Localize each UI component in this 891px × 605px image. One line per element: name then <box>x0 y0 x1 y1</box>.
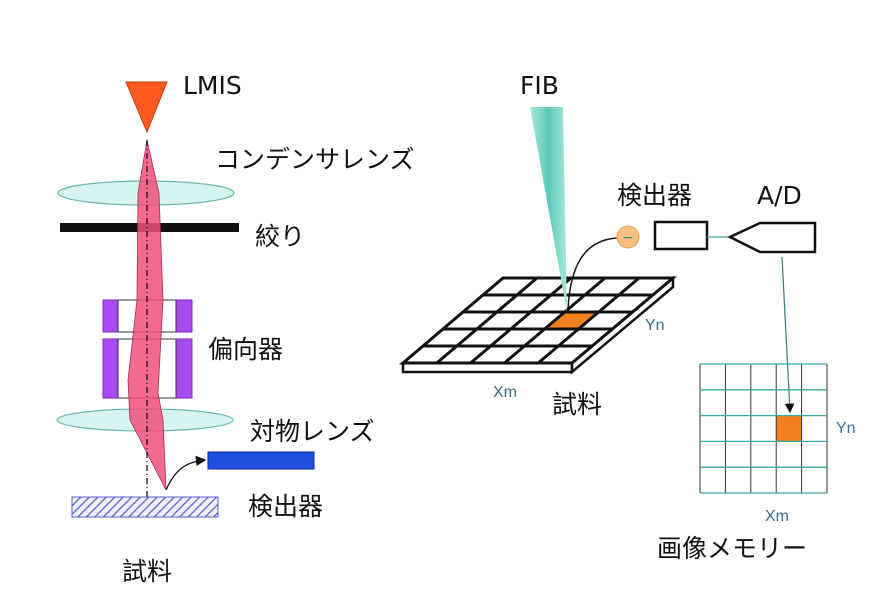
electron-path <box>567 237 618 311</box>
detector <box>207 451 315 470</box>
electron-icon <box>616 225 640 249</box>
ion-column: LMIS コンデンサレンズ 絞り 偏向器 対物レンズ 検出器 試料 <box>56 71 415 586</box>
memory-grid <box>699 363 828 494</box>
deflector-label: 偏向器 <box>208 335 283 364</box>
memory-x-label: Xm <box>765 508 789 525</box>
objective-lens-label: 対物レンズ <box>250 417 375 446</box>
sample-grid <box>398 275 678 375</box>
lmis-label: LMIS <box>183 71 242 100</box>
sample-label: 試料 <box>122 557 172 586</box>
scan-schematic: FIB − 検出器 A/D Yn Xm 試料 Yn Xm 画像メモリー <box>398 71 856 563</box>
condenser-lens-label: コンデンサレンズ <box>215 145 415 174</box>
sample-y-label: Yn <box>645 317 665 334</box>
sample-grid-line <box>537 276 640 365</box>
adc-memory-arrow <box>781 256 795 414</box>
sample-scan-pixel <box>544 312 599 329</box>
memory-y-label: Yn <box>836 420 856 437</box>
sample-grid-line <box>435 276 538 365</box>
sample <box>71 496 219 518</box>
detector-label: 検出器 <box>617 181 692 210</box>
aperture-label: 絞り <box>255 222 305 251</box>
sample-grid-line <box>503 276 606 365</box>
adc-label: A/D <box>757 181 802 210</box>
sample-x-label: Xm <box>493 384 517 401</box>
sample-grid-line <box>469 276 572 365</box>
secondary-signal-arrow <box>165 455 207 491</box>
memory-label: 画像メモリー <box>657 534 807 563</box>
sample-label: 試料 <box>552 390 602 419</box>
sample-surface <box>398 276 678 365</box>
detector <box>653 220 709 251</box>
detector-label: 検出器 <box>248 492 323 521</box>
fib-label: FIB <box>520 71 559 100</box>
fib-beam <box>530 107 567 312</box>
memory-pixel <box>776 415 802 442</box>
electron-symbol: − <box>622 230 634 246</box>
lmis-source-icon <box>125 81 168 134</box>
adc-converter <box>727 221 817 254</box>
